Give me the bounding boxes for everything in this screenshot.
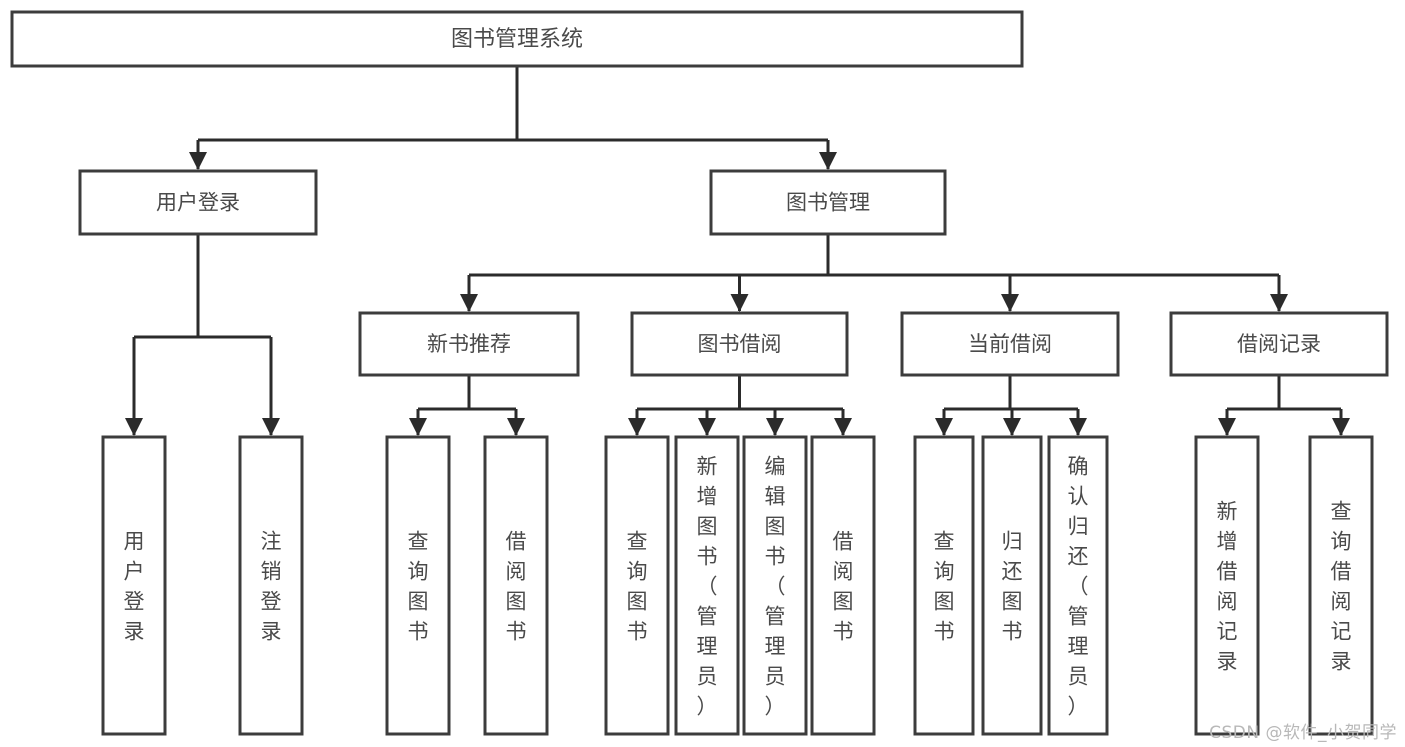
leaf-return-book-rect <box>981 435 1043 736</box>
leaf-add-book-rect <box>674 435 740 736</box>
leaf-leaf-query-book-2[interactable]: 查询图书 <box>604 435 670 736</box>
leaf-borrow-book-1-rect <box>483 435 549 736</box>
leaf-borrow-book-2-label: 借阅图书 <box>833 530 854 644</box>
leaf-leaf-confirm-return[interactable]: 确认归还（管理员） <box>1047 435 1109 736</box>
leaf-query-book-3-rect <box>913 435 975 736</box>
leaf-query-book-1-rect <box>385 435 451 736</box>
node-current-borrow-label: 当前借阅 <box>968 332 1052 356</box>
node-book-borrow-label: 图书借阅 <box>698 332 782 356</box>
node-book-manage[interactable]: 图书管理 <box>709 169 947 236</box>
csdn-watermark: CSDN @软件_小贺同学 <box>1209 723 1397 743</box>
leaf-edit-book-rect <box>742 435 808 736</box>
node-book-borrow[interactable]: 图书借阅 <box>630 311 849 377</box>
node-new-book-recommend-label: 新书推荐 <box>427 332 511 356</box>
leaf-add-record-label: 新增借阅记录 <box>1217 500 1238 674</box>
leaf-query-book-3-label: 查询图书 <box>934 530 955 644</box>
leaf-borrow-book-1-label: 借阅图书 <box>506 530 527 644</box>
leaf-leaf-return-book[interactable]: 归还图书 <box>981 435 1043 736</box>
leaf-edit-book-label: 编辑图书（管理员） <box>765 455 786 719</box>
leaf-query-book-2-rect <box>604 435 670 736</box>
node-root-rect <box>10 10 1024 68</box>
leaf-logout-rect <box>238 435 304 736</box>
node-book-manage-label: 图书管理 <box>786 191 870 215</box>
node-user-login-rect <box>78 169 318 236</box>
leaf-leaf-add-record[interactable]: 新增借阅记录 <box>1194 435 1260 736</box>
leaf-return-book-label: 归还图书 <box>1002 530 1023 644</box>
node-current-borrow-rect <box>900 311 1120 377</box>
node-new-book-recommend[interactable]: 新书推荐 <box>358 311 580 377</box>
leaf-add-record-rect <box>1194 435 1260 736</box>
leaf-logout-label: 注销登录 <box>261 530 282 644</box>
node-book-manage-rect <box>709 169 947 236</box>
leaf-query-record-label: 查询借阅记录 <box>1331 500 1352 674</box>
leaf-user-login-rect <box>101 435 167 736</box>
leaf-leaf-edit-book[interactable]: 编辑图书（管理员） <box>742 435 808 736</box>
leaf-user-login-label: 用户登录 <box>124 530 145 644</box>
node-book-borrow-rect <box>630 311 849 377</box>
leaf-query-record-rect <box>1308 435 1374 736</box>
node-borrow-record-label: 借阅记录 <box>1237 332 1321 356</box>
leaf-leaf-logout[interactable]: 注销登录 <box>238 435 304 736</box>
leaf-query-book-1-label: 查询图书 <box>408 530 429 644</box>
connectors-layer <box>125 66 1350 436</box>
node-borrow-record[interactable]: 借阅记录 <box>1169 311 1389 377</box>
node-user-login-label: 用户登录 <box>156 191 240 215</box>
node-root[interactable]: 图书管理系统 <box>10 10 1024 68</box>
leaf-leaf-query-record[interactable]: 查询借阅记录 <box>1308 435 1374 736</box>
leaf-leaf-user-login[interactable]: 用户登录 <box>101 435 167 736</box>
leaf-leaf-borrow-book-2[interactable]: 借阅图书 <box>810 435 876 736</box>
leaf-leaf-query-book-1[interactable]: 查询图书 <box>385 435 451 736</box>
leaf-leaf-borrow-book-1[interactable]: 借阅图书 <box>483 435 549 736</box>
leaf-query-book-2-label: 查询图书 <box>627 530 648 644</box>
node-borrow-record-rect <box>1169 311 1389 377</box>
leaf-borrow-book-2-rect <box>810 435 876 736</box>
node-user-login[interactable]: 用户登录 <box>78 169 318 236</box>
node-new-book-recommend-rect <box>358 311 580 377</box>
node-current-borrow[interactable]: 当前借阅 <box>900 311 1120 377</box>
leaf-leaf-query-book-3[interactable]: 查询图书 <box>913 435 975 736</box>
leaf-leaf-add-book[interactable]: 新增图书（管理员） <box>674 435 740 736</box>
nodes-layer: 图书管理系统用户登录图书管理新书推荐图书借阅当前借阅借阅记录用户登录注销登录查询… <box>10 10 1389 736</box>
leaf-confirm-return-label: 确认归还（管理员） <box>1068 455 1089 719</box>
leaf-confirm-return-rect <box>1047 435 1109 736</box>
node-root-label: 图书管理系统 <box>451 27 583 52</box>
leaf-add-book-label: 新增图书（管理员） <box>697 455 718 719</box>
